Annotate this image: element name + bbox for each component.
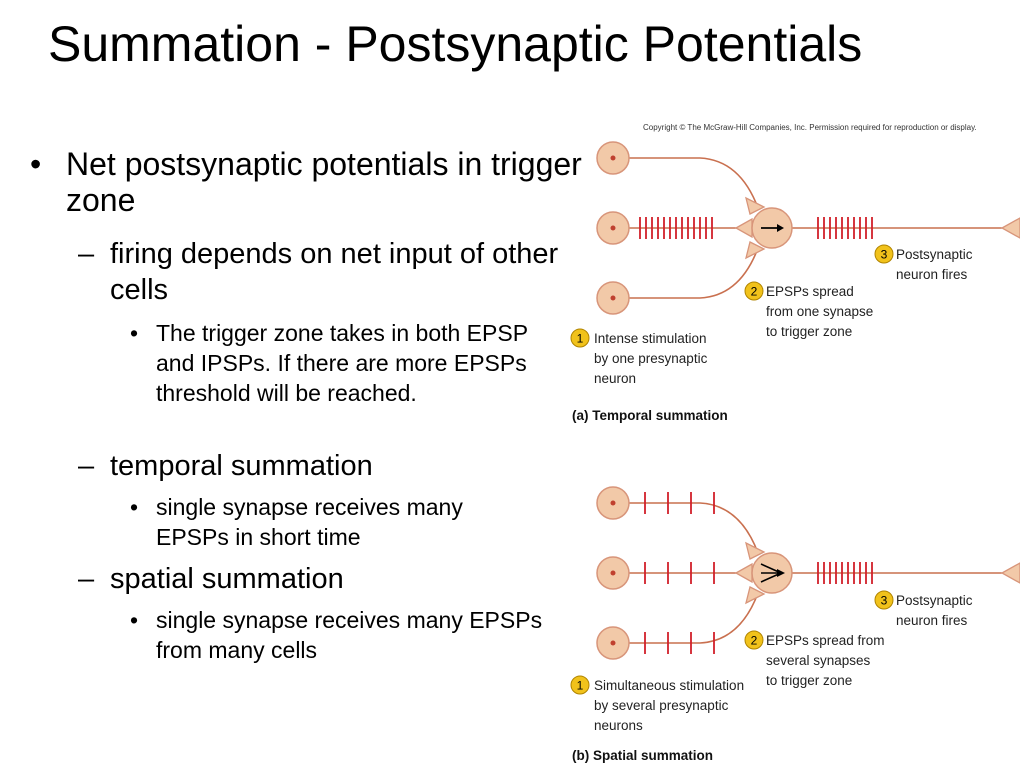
step2-label-line: to trigger zone [766, 673, 852, 688]
bullet-level2: – spatial summation [78, 561, 344, 597]
summation-figure: Copyright © The McGraw-Hill Companies, I… [570, 123, 1020, 763]
bullet-level1: • Net postsynaptic potentials in trigger… [30, 146, 582, 218]
synaptic-terminal [734, 562, 753, 584]
bullet-text: temporal summation [110, 450, 373, 482]
synaptic-terminal [745, 586, 766, 605]
step-badge: 1 [570, 328, 590, 348]
bullet-text: Net postsynaptic potentials in trigger z… [66, 146, 582, 218]
presynaptic-neuron [596, 281, 630, 315]
bullet-level3: • single synapse receives many EPSPs in … [130, 492, 463, 550]
step-badge: 3 [874, 590, 894, 610]
postsynaptic-neuron [751, 552, 793, 594]
presynaptic-neuron [596, 211, 630, 245]
axon-terminal [1000, 217, 1020, 239]
copyright-notice: Copyright © The McGraw-Hill Companies, I… [643, 123, 977, 132]
axon-terminal [1000, 562, 1020, 584]
step1-label-line: by several presynaptic [594, 698, 729, 713]
step2-label-line: from one synapse [766, 304, 873, 319]
step1-label-line: neurons [594, 718, 643, 733]
presynaptic-neuron [596, 556, 630, 590]
step-badge: 3 [874, 244, 894, 264]
axon-lower [628, 592, 759, 644]
spatial-summation-panel: 1 Simultaneous stimulation by several pr… [570, 486, 1020, 763]
presynaptic-neuron [596, 141, 630, 175]
step3-label-line: Postsynaptic [896, 593, 973, 608]
step3-label-line: neuron fires [896, 267, 968, 282]
step-number: 2 [751, 285, 758, 299]
panel-caption: (a) Temporal summation [572, 408, 728, 423]
step-number: 2 [751, 634, 758, 648]
bullet-level2: – firing depends on net input of other c… [78, 236, 558, 306]
dash-marker: – [78, 563, 95, 595]
bullet-level3: • The trigger zone takes in both EPSP an… [130, 318, 528, 406]
step-number: 3 [881, 248, 888, 262]
bullet-marker: • [30, 146, 42, 182]
step1-label-line: neuron [594, 371, 636, 386]
spike-train-output [817, 562, 873, 584]
step1-label-line: by one presynaptic [594, 351, 708, 366]
bullet-text: single synapse receives many EPSPs in sh… [156, 494, 463, 550]
bullet-marker: • [130, 494, 139, 520]
step-number: 1 [577, 679, 584, 693]
presynaptic-neuron [596, 486, 630, 520]
spike-train-input [644, 562, 715, 584]
step-badge: 2 [744, 630, 764, 650]
axon-upper [628, 502, 759, 554]
step-number: 3 [881, 594, 888, 608]
bullet-level2: – temporal summation [78, 448, 373, 484]
bullet-text: single synapse receives many EPSPs from … [156, 607, 543, 663]
axon-lower [628, 247, 759, 299]
step2-label-line: several synapses [766, 653, 871, 668]
step2-label-line: EPSPs spread from [766, 633, 885, 648]
bullet-marker: • [130, 607, 139, 633]
step-badge: 1 [570, 675, 590, 695]
dash-marker: – [78, 238, 95, 270]
bullet-text: The trigger zone takes in both EPSP and … [156, 320, 528, 406]
bullet-text: spatial summation [110, 563, 344, 595]
axon-upper [628, 157, 759, 209]
step2-label-line: EPSPs spread [766, 284, 854, 299]
bullet-marker: • [130, 320, 139, 346]
postsynaptic-neuron [751, 207, 793, 249]
spike-train-output [817, 217, 873, 239]
bullet-text: firing depends on net input of other cel… [110, 238, 559, 306]
spike-train-input [644, 492, 715, 514]
slide-title: Summation - Postsynaptic Potentials [48, 16, 863, 72]
step3-label-line: Postsynaptic [896, 247, 973, 262]
panel-caption: (b) Spatial summation [572, 748, 713, 763]
bullet-level3: • single synapse receives many EPSPs fro… [130, 605, 542, 663]
synaptic-terminal [745, 541, 766, 560]
synaptic-terminal [745, 196, 766, 215]
step1-label-line: Simultaneous stimulation [594, 678, 744, 693]
temporal-summation-panel: 1 Intense stimulation by one presynaptic… [570, 141, 1020, 423]
spike-train-input [639, 217, 713, 239]
step1-label-line: Intense stimulation [594, 331, 707, 346]
dash-marker: – [78, 450, 95, 482]
synaptic-terminal [734, 217, 753, 239]
synaptic-terminal [745, 241, 766, 260]
step3-label-line: neuron fires [896, 613, 968, 628]
step-badge: 2 [744, 281, 764, 301]
presynaptic-neuron [596, 626, 630, 660]
spike-train-input [644, 632, 715, 654]
step-number: 1 [577, 332, 584, 346]
step2-label-line: to trigger zone [766, 324, 852, 339]
